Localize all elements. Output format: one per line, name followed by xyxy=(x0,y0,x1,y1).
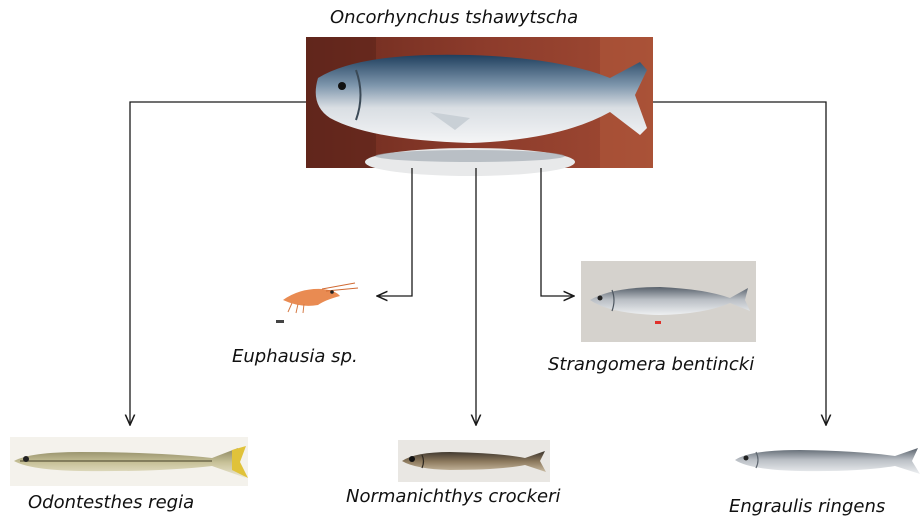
fish-photo xyxy=(398,440,550,482)
arrow-to-strangomera xyxy=(541,168,574,296)
silverside-photo xyxy=(10,437,248,486)
arrow-to-euphausia xyxy=(377,168,412,296)
normanichthys-label: Normanichthys crockeri xyxy=(346,486,560,507)
krill-photo xyxy=(272,268,362,328)
euphausia-label: Euphausia sp. xyxy=(232,346,358,367)
anchovy-photo xyxy=(728,441,920,483)
engraulis-label: Engraulis ringens xyxy=(729,496,885,517)
odontesthes-label: Odontesthes regia xyxy=(28,492,194,513)
salmon-photo xyxy=(306,37,653,176)
sardine-photo xyxy=(581,261,756,342)
strangomera-label: Strangomera bentincki xyxy=(548,354,754,375)
predator-label: Oncorhynchus tshawytscha xyxy=(330,7,578,28)
arrow-to-odontesthes xyxy=(130,102,306,425)
